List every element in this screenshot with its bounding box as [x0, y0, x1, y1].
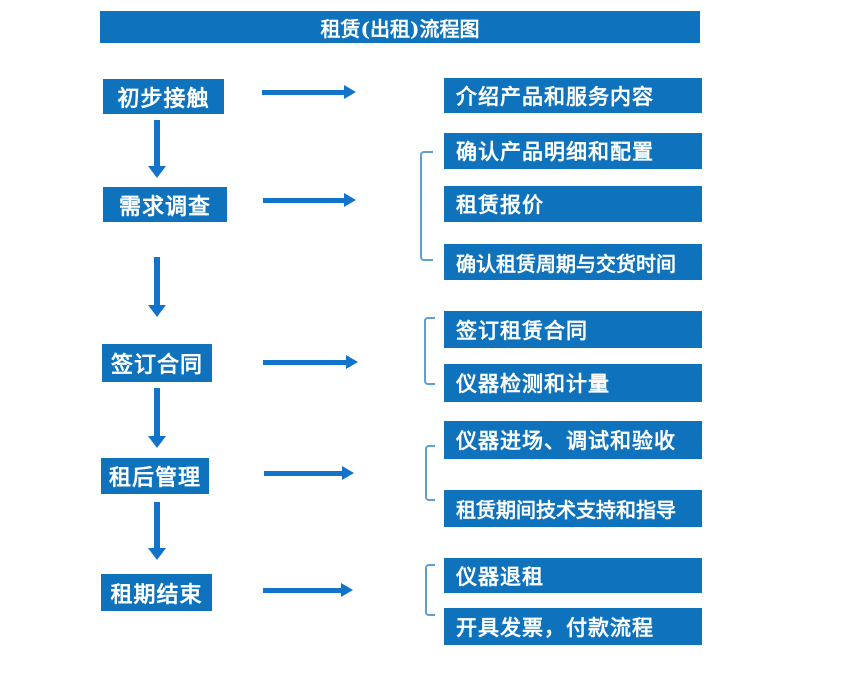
- sub-label: 确认租赁周期与交货时间: [456, 251, 676, 276]
- right-arrow-5-icon: [263, 583, 353, 597]
- sub-label: 确认产品明细和配置: [456, 139, 654, 164]
- step-label: 租期结束: [110, 581, 203, 608]
- down-arrow-2-icon: [148, 257, 166, 317]
- arrow-shaft: [262, 90, 345, 95]
- sub-label: 租赁期间技术支持和指导: [456, 498, 676, 522]
- step-box-demand-survey: 需求调查: [103, 187, 227, 222]
- arrow-shaft: [264, 471, 343, 476]
- sub-box-confirm-rental-period: 确认租赁周期与交货时间: [444, 244, 702, 280]
- down-arrow-3-icon: [148, 388, 166, 448]
- sub-label: 仪器检测和计量: [456, 371, 610, 396]
- arrow-head: [342, 466, 354, 480]
- arrow-shaft: [263, 360, 347, 365]
- group-bracket-post-rental: [425, 445, 435, 501]
- step-label: 初步接触: [117, 85, 210, 112]
- arrow-head: [148, 436, 166, 448]
- sub-box-rental-quote: 租赁报价: [444, 186, 702, 222]
- down-arrow-4-icon: [148, 502, 166, 560]
- arrow-head: [148, 548, 166, 560]
- step-box-post-rental-management: 租后管理: [101, 458, 209, 494]
- step-box-sign-contract: 签订合同: [102, 344, 212, 382]
- right-arrow-2-icon: [263, 193, 356, 207]
- arrow-head: [341, 583, 353, 597]
- group-bracket-sign-contract: [424, 317, 435, 385]
- sub-box-confirm-product-details: 确认产品明细和配置: [444, 133, 702, 169]
- sub-label: 签订租赁合同: [456, 317, 588, 343]
- right-arrow-3-icon: [263, 355, 358, 369]
- arrow-shaft: [263, 588, 342, 593]
- arrow-head: [148, 305, 166, 317]
- arrow-head: [344, 85, 356, 99]
- sub-box-instrument-return: 仪器退租: [444, 558, 702, 593]
- group-bracket-demand-survey: [420, 151, 433, 261]
- arrow-shaft: [154, 502, 160, 549]
- arrow-shaft: [154, 257, 160, 306]
- step-label: 需求调查: [118, 193, 211, 220]
- sub-label: 仪器退租: [456, 563, 544, 589]
- sub-box-sign-rental-contract: 签订租赁合同: [444, 311, 702, 348]
- arrow-shaft: [154, 120, 160, 167]
- step-box-rental-end: 租期结束: [101, 574, 212, 611]
- sub-box-instrument-setup-acceptance: 仪器进场、调试和验收: [444, 421, 702, 459]
- arrow-shaft: [154, 388, 160, 437]
- sub-box-introduce-products: 介绍产品和服务内容: [444, 78, 702, 113]
- sub-label: 介绍产品和服务内容: [456, 83, 654, 109]
- page-title: 租赁(出租)流程图: [320, 16, 480, 41]
- right-arrow-1-icon: [262, 85, 356, 99]
- step-label: 租后管理: [108, 465, 201, 491]
- group-bracket-rental-end: [425, 564, 435, 616]
- arrow-head: [346, 355, 358, 369]
- right-arrow-4-icon: [264, 466, 354, 480]
- sub-box-instrument-inspection: 仪器检测和计量: [444, 364, 702, 402]
- arrow-head: [344, 193, 356, 207]
- sub-box-technical-support: 租赁期间技术支持和指导: [444, 490, 702, 527]
- title-bar: 租赁(出租)流程图: [100, 11, 700, 43]
- down-arrow-1-icon: [148, 120, 166, 178]
- arrow-shaft: [263, 198, 345, 203]
- step-label: 签订合同: [110, 352, 203, 378]
- sub-label: 租赁报价: [456, 192, 544, 217]
- sub-label: 仪器进场、调试和验收: [456, 428, 676, 453]
- step-box-initial-contact: 初步接触: [103, 79, 224, 114]
- arrow-head: [148, 166, 166, 178]
- sub-box-invoice-payment: 开具发票，付款流程: [444, 608, 702, 645]
- sub-label: 开具发票，付款流程: [456, 614, 654, 640]
